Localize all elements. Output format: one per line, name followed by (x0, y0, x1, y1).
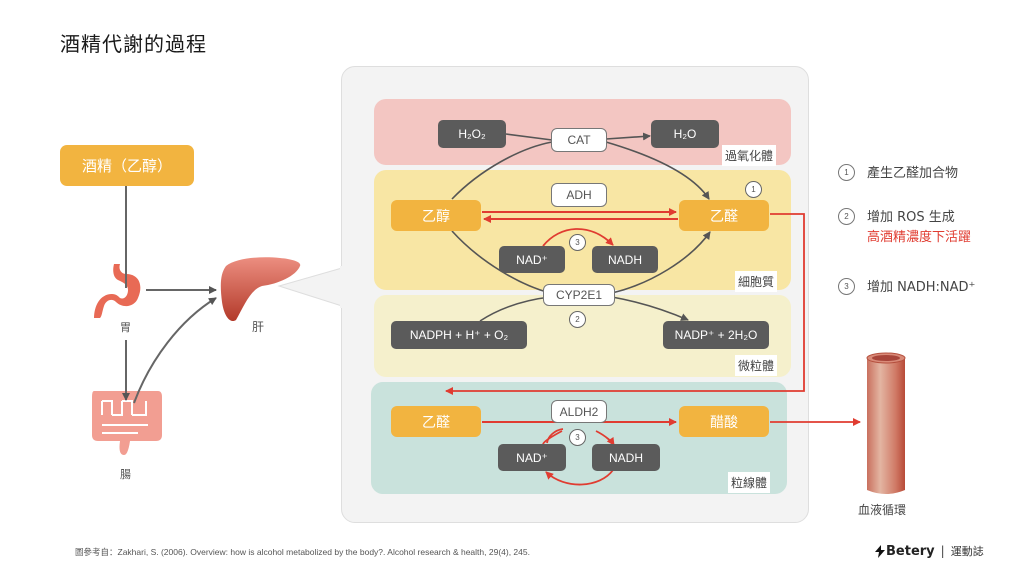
nadp-box: NADP⁺ + 2H₂O (663, 321, 769, 349)
stomach-label: 胃 (120, 321, 131, 334)
legend-2-note: 高酒精濃度下活躍 (867, 230, 972, 245)
mito-nad-box: NAD⁺ (498, 444, 566, 471)
intestine-label: 腸 (120, 468, 131, 481)
acetaldehyde-box-mito: 乙醛 (391, 406, 481, 437)
mitochondria-label: 粒線體 (728, 472, 771, 493)
acetaldehyde-box-cytosol: 乙醛 (679, 200, 769, 231)
ethanol-box: 乙醇 (391, 200, 481, 231)
alcohol-source-label: 酒精（乙醇） (81, 157, 172, 175)
legend-item-3: 3 增加 NADH:NAD⁺ (838, 278, 975, 298)
cytosol-label: 細胞質 (735, 271, 778, 292)
aldh2-enzyme: ALDH2 (551, 400, 607, 423)
lightning-icon (875, 544, 885, 558)
legend-2-text: 增加 ROS 生成 (867, 210, 955, 225)
liver-icon (220, 257, 301, 322)
brand-name: Betery (886, 543, 935, 559)
legend-marker-2: 2 (838, 208, 855, 225)
h2o2-box: H₂O₂ (438, 120, 506, 148)
acetate-box: 醋酸 (679, 406, 769, 437)
blood-circulation-label: 血液循環 (858, 503, 907, 517)
mito-marker-3: 3 (569, 429, 586, 446)
legend-item-1: 1 產生乙醛加合物 (838, 164, 958, 184)
brand-divider: | (940, 544, 945, 558)
legend-marker-3: 3 (838, 278, 855, 295)
reference-citation: 圖參考自：Zakhari, S. (2006). Overview: how i… (75, 547, 530, 557)
nadph-box: NADPH + H⁺ + O₂ (391, 321, 527, 349)
blood-vessel-icon (866, 352, 906, 494)
h2o-box: H₂O (651, 120, 719, 148)
marker-2: 2 (569, 311, 586, 328)
cyp2e1-enzyme: CYP2E1 (543, 284, 615, 306)
intestine-icon (92, 391, 162, 455)
brand-subtitle: 運動誌 (950, 545, 984, 558)
marker-1: 1 (745, 181, 762, 198)
peroxisome-label: 過氧化體 (722, 145, 777, 166)
microsome-label: 微粒體 (735, 355, 778, 376)
cytosol-nad-box: NAD⁺ (499, 246, 565, 273)
page-title: 酒精代謝的過程 (60, 32, 207, 56)
cytosol-nadh-box: NADH (592, 246, 658, 273)
alcohol-source-box: 酒精（乙醇） (60, 145, 194, 186)
brand-logo: Betery | 運動誌 (875, 543, 984, 559)
stomach-icon (94, 264, 141, 318)
cytosol-marker-3: 3 (569, 234, 586, 251)
legend-marker-1: 1 (838, 164, 855, 181)
legend-item-2: 2 增加 ROS 生成 高酒精濃度下活躍 (838, 208, 971, 248)
mito-nadh-box: NADH (592, 444, 660, 471)
liver-label: 肝 (252, 320, 265, 334)
cat-enzyme: CAT (551, 128, 607, 152)
adh-enzyme: ADH (551, 183, 607, 207)
